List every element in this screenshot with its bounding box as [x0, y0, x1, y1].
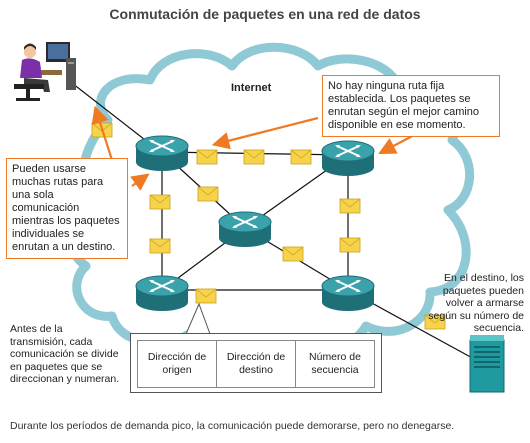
envelope-packet-icon [195, 288, 217, 304]
router-icon [218, 211, 272, 248]
note-destination: En el destino, los paquetes pueden volve… [428, 272, 524, 334]
server-icon [469, 335, 505, 393]
header-field-source: Dirección de origen [137, 340, 217, 388]
envelope-packet-icon [339, 237, 361, 253]
envelope-packet-icon [149, 238, 171, 254]
envelope-packet-icon [339, 198, 361, 214]
envelope-packet-icon [290, 149, 312, 165]
packet-header-box: Dirección de origen Dirección de destino… [130, 333, 382, 393]
router-icon [135, 275, 189, 312]
envelope-packet-icon [196, 149, 218, 165]
router-icon [321, 140, 375, 177]
callout-many-routes: Pueden usarse muchas rutas para una sola… [6, 158, 128, 259]
header-field-sequence: Número de secuencia [295, 340, 375, 388]
note-transmission: Antes de la transmisión, cada comunicaci… [10, 323, 120, 385]
envelope-packet-icon [282, 246, 304, 262]
page-title: Conmutación de paquetes en una red de da… [109, 6, 421, 22]
router-icon [321, 275, 375, 312]
envelope-packet-icon [243, 149, 265, 165]
internet-label: Internet [231, 82, 272, 94]
router-icon [135, 135, 189, 172]
workstation-user-icon [14, 42, 76, 101]
envelope-packet-icon [149, 194, 171, 210]
envelope-packet-icon [197, 186, 219, 202]
footer-note: Durante los períodos de demanda pico, la… [10, 420, 455, 432]
link-user-router [67, 79, 159, 151]
header-field-destination: Dirección de destino [216, 340, 296, 388]
callout-no-fixed-route: No hay ninguna ruta fija establecida. Lo… [322, 75, 500, 137]
